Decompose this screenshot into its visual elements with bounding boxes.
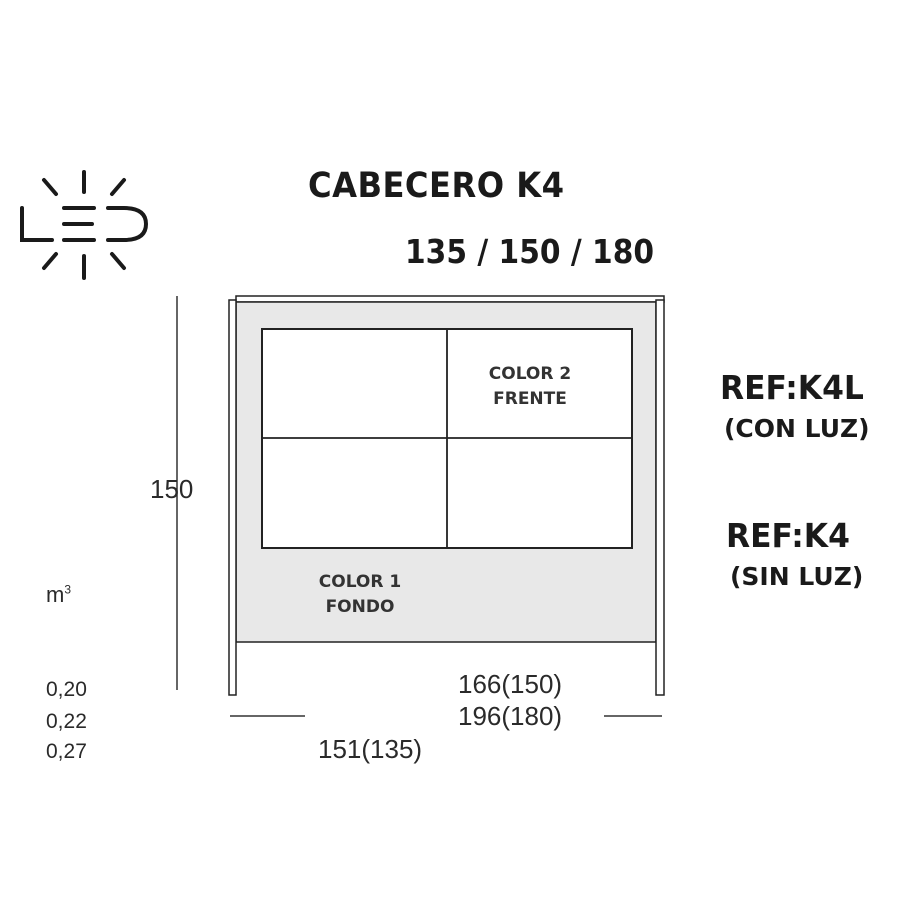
ref-k4-code: REF:K4 xyxy=(726,516,850,555)
led-logo-icon xyxy=(20,170,149,280)
width-inner-label: 166(150) xyxy=(458,669,563,699)
height-dimension-label: 150 xyxy=(150,474,194,504)
volume-unit: m3 xyxy=(46,582,72,607)
volume-value: 0,22 xyxy=(46,710,87,733)
volume-value: 0,20 xyxy=(46,678,87,701)
ref-k4-note: (SIN LUZ) xyxy=(730,562,864,591)
product-title: CABECERO K4 xyxy=(308,166,565,206)
ref-k4l-note: (CON LUZ) xyxy=(724,414,870,443)
left-leg xyxy=(228,299,237,696)
volume-value: 0,27 xyxy=(46,740,87,763)
headboard-top-edge xyxy=(235,295,665,303)
color1-label: COLOR 1 FONDO xyxy=(318,572,402,617)
color2-label: COLOR 2 FRENTE xyxy=(488,364,572,409)
right-leg xyxy=(655,299,665,696)
width-outer-label: 196(180) xyxy=(458,701,563,731)
width-base-label: 151(135) xyxy=(318,734,423,764)
ref-k4l-code: REF:K4L xyxy=(720,368,864,407)
product-sizes: 135 / 150 / 180 xyxy=(405,232,655,271)
